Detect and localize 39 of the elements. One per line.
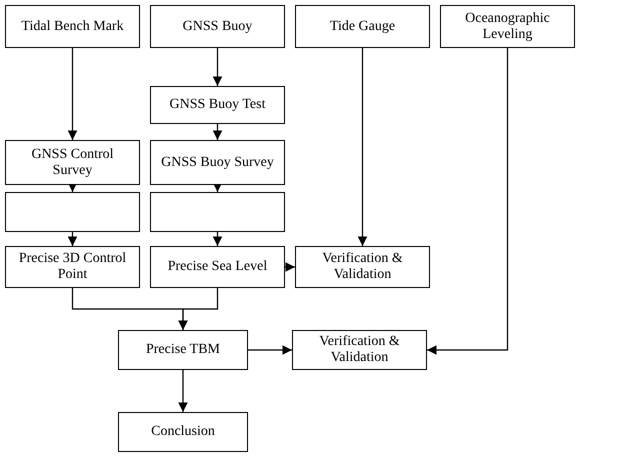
process-box xyxy=(150,192,285,232)
box-label: GNSS Buoy Survey xyxy=(161,154,274,170)
process-box xyxy=(440,5,575,48)
process-box xyxy=(5,140,140,185)
arrow xyxy=(212,232,222,246)
box-label: Tidal Bench Mark xyxy=(21,18,124,34)
process-box xyxy=(295,246,430,288)
box-label: GNSS Buoy xyxy=(182,18,252,34)
process-box xyxy=(5,192,140,232)
process-box xyxy=(150,140,285,185)
arrow xyxy=(212,124,222,140)
arrow xyxy=(285,262,295,272)
process-box xyxy=(5,5,140,48)
box-label: Precise 3D Control Point xyxy=(18,251,128,283)
arrow xyxy=(358,48,368,246)
box-label: Verification & Validation xyxy=(321,251,404,283)
process-box xyxy=(5,246,140,288)
arrow xyxy=(178,370,188,412)
process-box xyxy=(118,330,248,370)
process-box xyxy=(292,330,427,370)
box-label: GNSS Control Survey xyxy=(30,146,115,178)
arrow xyxy=(427,48,508,355)
box-label: Tide Gauge xyxy=(330,18,396,34)
arrow xyxy=(68,232,78,246)
box-label: Verification & Validation xyxy=(318,334,401,366)
box-label: GNSS Buoy Test xyxy=(169,97,266,113)
process-box xyxy=(150,86,285,124)
box-label: Conclusion xyxy=(151,424,215,440)
process-box xyxy=(150,5,285,48)
box-label: Oceanographic Leveling xyxy=(464,10,551,42)
box-label: Precise Sea Level xyxy=(168,259,268,275)
process-box xyxy=(118,412,248,452)
arrow xyxy=(212,48,222,86)
arrow xyxy=(178,288,218,330)
arrow xyxy=(248,345,292,355)
arrow xyxy=(68,48,78,140)
box-label: Precise TBM xyxy=(146,342,220,358)
process-box xyxy=(295,5,430,48)
process-box xyxy=(150,246,285,288)
